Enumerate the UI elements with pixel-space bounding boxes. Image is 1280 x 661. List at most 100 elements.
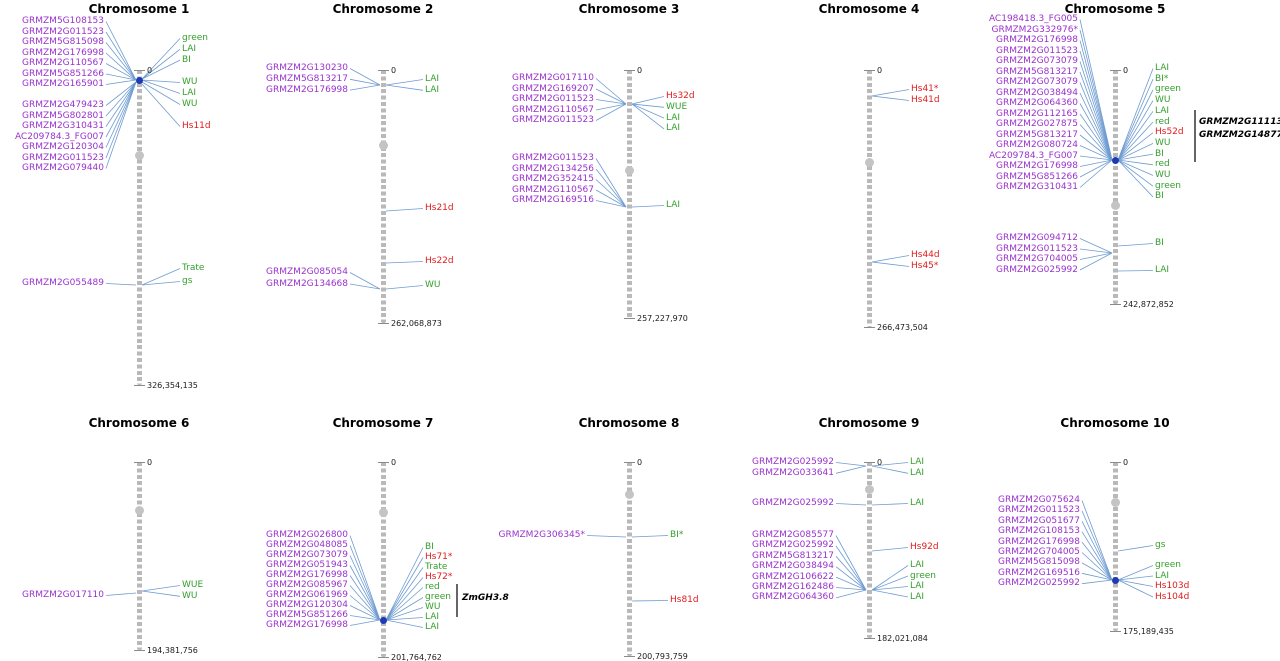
- chromosome-title: Chromosome 7: [332, 416, 434, 430]
- connector-line: [1117, 121, 1154, 161]
- scale-tick-top: [864, 70, 875, 71]
- trait-label: red: [1155, 159, 1170, 170]
- gene-label: GRMZM2G025992: [752, 498, 834, 508]
- connector-line: [631, 535, 669, 538]
- gene-label: GRMZM2G033641: [752, 467, 834, 478]
- gene-label: GRMZM2G352415: [512, 174, 594, 184]
- connector-line: [1117, 575, 1154, 581]
- connector-line: [631, 103, 665, 108]
- gene-label: GRMZM2G134256: [512, 163, 594, 174]
- connector-line: [105, 81, 137, 117]
- trait-label: Hs104d: [1155, 591, 1190, 602]
- gene-label: GRMZM2G011523: [996, 243, 1078, 254]
- gene-label: GRMZM2G079440: [22, 163, 104, 173]
- chromosome-bar: [627, 462, 632, 656]
- connector-line: [1081, 521, 1113, 581]
- scale-end-label: 262,068,873: [391, 319, 442, 328]
- trait-label: LAI: [182, 43, 197, 54]
- connector-line: [1081, 500, 1113, 581]
- gene-label: GRMZM2G080724: [996, 140, 1078, 150]
- connector-line: [1081, 572, 1113, 581]
- centromere: [134, 150, 144, 160]
- connector-line: [871, 261, 910, 267]
- connector-line: [631, 103, 665, 119]
- chromosome-title: Chromosome 6: [88, 416, 190, 430]
- connector-line: [141, 38, 181, 80]
- trait-label: green: [1155, 180, 1181, 191]
- trait-label: BI: [425, 542, 434, 552]
- gene-label: GRMZM2G110567: [512, 184, 594, 195]
- trait-label: LAI: [425, 612, 440, 622]
- connector-line: [385, 547, 424, 621]
- connector-line: [586, 535, 627, 538]
- connector-line: [385, 285, 424, 290]
- connector-line: [835, 556, 867, 591]
- chromosome-title: Chromosome 5: [1064, 2, 1166, 16]
- connector-line: [1081, 531, 1113, 581]
- annotation-gene-label: GRMZM2G111136: [1199, 117, 1280, 127]
- trait-label: Hs41*: [911, 84, 939, 94]
- gene-label: GRMZM5G802801: [22, 110, 104, 121]
- connector-line: [141, 79, 181, 83]
- connector-line: [871, 586, 909, 591]
- annotation-gene-label: GRMZM2G148772: [1199, 130, 1280, 140]
- trait-label: Hs32d: [666, 91, 695, 101]
- gene-label: GRMZM2G094712: [996, 233, 1078, 243]
- centromere: [624, 165, 634, 175]
- gene-label: GRMZM2G176998: [266, 570, 348, 580]
- trait-label: WU: [182, 99, 198, 109]
- centromere: [624, 489, 634, 499]
- connector-line: [1117, 243, 1154, 247]
- gene-label: GRMZM2G130230: [266, 63, 348, 73]
- connector-line: [1079, 159, 1113, 167]
- connector-line: [349, 565, 381, 621]
- connector-line: [871, 462, 909, 467]
- scale-tick-bottom: [624, 656, 635, 657]
- gene-label: GRMZM2G011523: [998, 505, 1080, 516]
- connector-line: [105, 592, 137, 596]
- connector-line: [595, 99, 627, 105]
- gene-label: GRMZM2G162486: [752, 582, 834, 592]
- gene-label: GRMZM2G011523: [512, 94, 594, 104]
- gene-label: GRMZM2G085577: [752, 530, 834, 540]
- connector-line: [1081, 541, 1113, 581]
- connector-line: [1117, 579, 1154, 598]
- connector-line: [631, 103, 665, 130]
- gene-label: GRMZM2G704005: [998, 547, 1080, 557]
- marker-dot: [135, 76, 143, 84]
- trait-label: Hs103d: [1155, 581, 1190, 591]
- connector-line: [595, 200, 627, 208]
- connector-line: [1117, 159, 1154, 198]
- marker-dot: [1111, 576, 1119, 584]
- connector-line: [349, 84, 381, 91]
- connector-line: [105, 52, 137, 81]
- connector-line: [1079, 252, 1113, 260]
- gene-label: GRMZM5G108153: [22, 16, 104, 26]
- gene-label: GRMZM2G017110: [512, 73, 594, 83]
- scale-tick-bottom: [134, 385, 145, 386]
- gene-label: GRMZM2G011523: [22, 26, 104, 37]
- connector-line: [1117, 132, 1154, 161]
- trait-label: red: [425, 582, 440, 592]
- gene-label: GRMZM2G085967: [266, 580, 348, 590]
- trait-label: WU: [182, 77, 198, 87]
- trait-label: green: [182, 33, 208, 43]
- trait-label: BI*: [670, 530, 684, 540]
- connector-line: [141, 585, 181, 592]
- gene-label: GRMZM2G064360: [752, 592, 834, 603]
- connector-line: [595, 103, 627, 111]
- connector-line: [835, 576, 867, 591]
- connector-line: [1079, 238, 1113, 254]
- connector-line: [349, 619, 381, 626]
- connector-line: [105, 81, 137, 106]
- connector-line: [1117, 68, 1154, 161]
- connector-line: [141, 268, 181, 286]
- connector-line: [835, 462, 867, 467]
- gene-label: GRMZM2G011523: [512, 115, 594, 125]
- trait-label: LAI: [182, 88, 197, 98]
- connector-line: [1117, 159, 1154, 166]
- marker-dot: [1111, 156, 1119, 164]
- connector-line: [349, 78, 381, 86]
- connector-line: [1117, 579, 1154, 587]
- marker-dot: [379, 616, 387, 624]
